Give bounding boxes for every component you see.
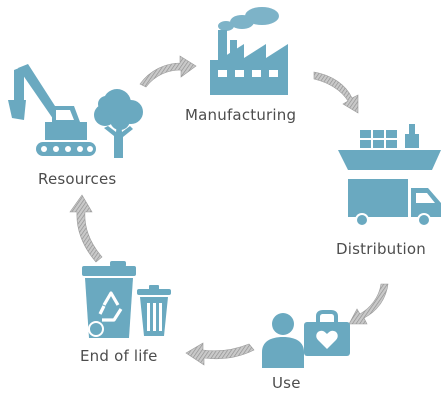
arrow-resources-to-manufacturing	[139, 55, 197, 88]
stage-label-resources: Resources	[38, 170, 117, 188]
arrow-manufacturing-to-distribution	[313, 71, 359, 114]
excavator-and-tree-icon	[8, 64, 143, 158]
stage-label-end-of-life: End of life	[80, 347, 158, 365]
factory-icon	[210, 7, 288, 95]
stage-label-use: Use	[272, 374, 301, 392]
arrow-use-to-end-of-life	[185, 342, 255, 366]
stage-label-manufacturing: Manufacturing	[185, 106, 297, 124]
ship-and-truck-icon	[338, 124, 441, 227]
arrow-end-of-life-to-resources	[69, 194, 103, 263]
arrow-distribution-to-use	[348, 283, 389, 325]
cycle-arrows	[69, 55, 389, 366]
person-with-medical-bag-icon	[262, 310, 350, 368]
stage-label-distribution: Distribution	[336, 240, 426, 258]
recycle-bin-and-trash-can-icon	[82, 261, 171, 338]
